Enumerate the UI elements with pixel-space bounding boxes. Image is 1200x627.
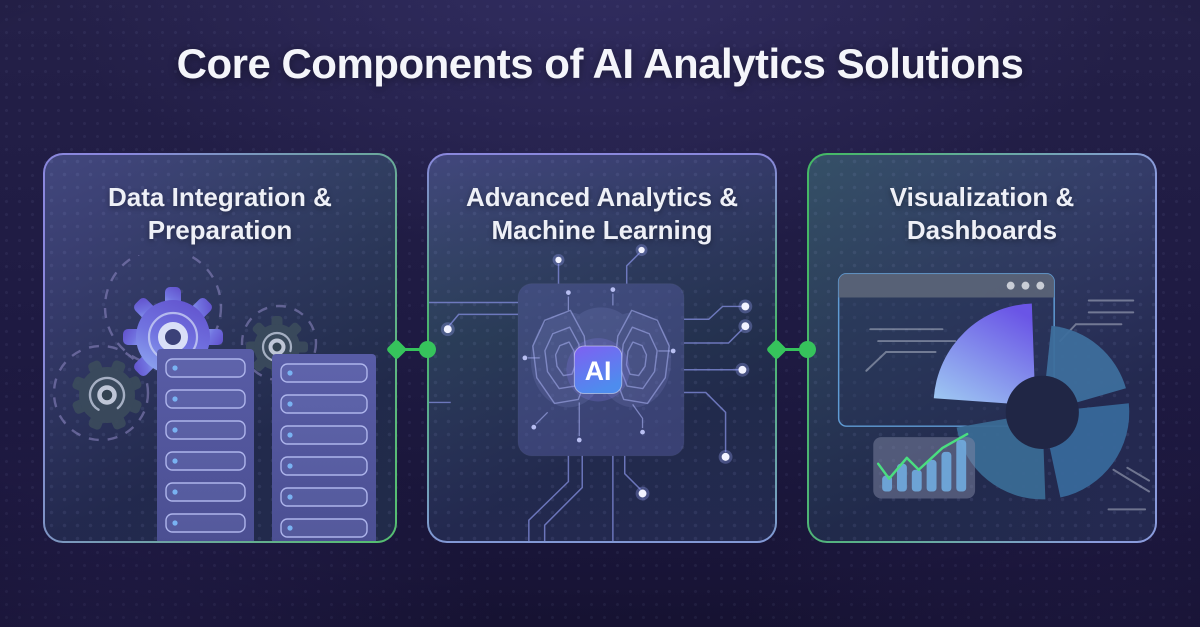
- card-3-title: Visualization & Dashboards: [809, 181, 1155, 248]
- bar-chart-icon: [873, 432, 976, 499]
- server-rack-right-icon: [272, 354, 376, 541]
- brain-branches: [527, 293, 671, 437]
- brain-branch-dots: [522, 287, 676, 443]
- ai-chip-label: AI: [585, 356, 612, 386]
- card-3-title-line1: Visualization &: [889, 182, 1075, 212]
- circuit-traces: [429, 252, 743, 541]
- speed-lines: [865, 299, 1151, 511]
- pie-chart-icon: [933, 303, 1130, 500]
- window-dots: [1006, 281, 1045, 290]
- dashboard-charts-icon: [837, 273, 1151, 511]
- connector-1-circle: [419, 341, 436, 358]
- card-2-title-line2: Machine Learning: [491, 215, 713, 246]
- connector-1-line: [396, 348, 428, 351]
- ai-brain-chip-icon: AI: [429, 244, 753, 541]
- connector-2-line: [776, 348, 808, 351]
- card-visualization: Visualization & Dashboards: [807, 153, 1157, 543]
- connector-2-circle: [799, 341, 816, 358]
- ai-chip: [573, 345, 623, 395]
- card-advanced-analytics: Advanced Analytics & Machine Learning: [427, 153, 777, 543]
- card-data-integration: Data Integration & Preparation: [43, 153, 397, 543]
- gears-and-servers-icon: [52, 255, 376, 541]
- card-1-title-line1: Data Integration &: [108, 182, 332, 212]
- small-gear-left-icon: [72, 360, 142, 430]
- card-2-title-line1: Advanced Analytics &: [465, 182, 739, 212]
- card-1-title: Data Integration & Preparation: [45, 181, 395, 248]
- circuit-node-dots: [440, 244, 753, 501]
- page-title: Core Components of AI Analytics Solution…: [176, 40, 1024, 87]
- card-2-title: Advanced Analytics & Machine Learning: [429, 181, 775, 248]
- main-gear-icon: [123, 287, 223, 387]
- trend-line: [876, 432, 969, 480]
- card-3-title-line2: Dashboards: [906, 215, 1058, 246]
- server-rack-left-icon: [157, 349, 254, 541]
- card-1-title-line2: Preparation: [147, 215, 293, 246]
